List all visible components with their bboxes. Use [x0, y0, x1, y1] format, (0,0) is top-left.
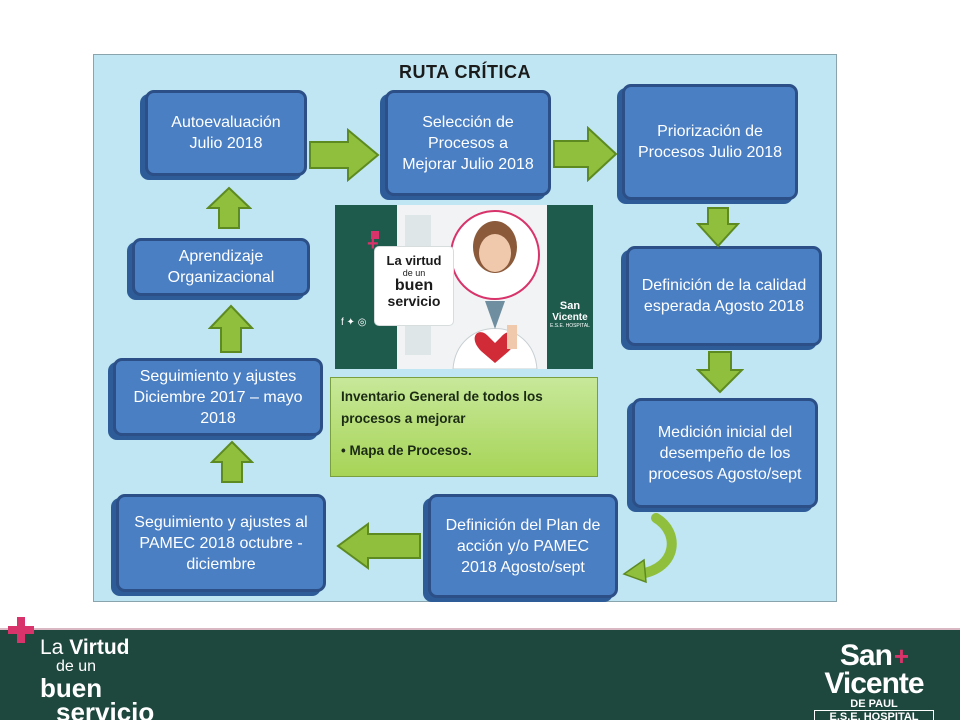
diagram-title: RUTA CRÍTICA	[399, 62, 531, 82]
slogan-servicio: servicio	[56, 697, 155, 727]
arrow-up-3	[206, 186, 252, 229]
logo-san: San	[839, 639, 893, 672]
social-icons: f ✦ ◎	[341, 317, 367, 328]
inventory-note: Inventario General de todos los procesos…	[330, 377, 598, 477]
arrow-left	[336, 522, 421, 570]
logo-vicente: Vicente	[824, 667, 924, 700]
photo-plus-icon: +	[367, 233, 379, 255]
footer-plus-icon	[8, 617, 34, 643]
logo-ese: E.S.E. HOSPITAL	[814, 710, 934, 724]
photo-logo: San Vicente E.S.E. HOSPITAL	[550, 300, 590, 330]
arrow-down-1	[696, 207, 740, 248]
arrow-curved	[622, 513, 677, 584]
arrow-up-1	[210, 440, 254, 483]
arrow-down-2	[696, 351, 744, 394]
logo-plus-icon: +	[893, 641, 909, 671]
arrow-right-2	[553, 126, 618, 182]
inventory-note-text: Inventario General de todos los procesos…	[341, 389, 543, 426]
footer-bar	[0, 630, 960, 720]
slogan-buen: buen	[40, 673, 103, 703]
footer-divider	[0, 628, 960, 631]
inventory-note-bullet: • Mapa de Procesos.	[341, 443, 472, 458]
arrow-right-1	[309, 128, 380, 182]
photo-slogan-badge: La virtud de un buen servicio	[375, 247, 453, 325]
photo-illustration	[335, 205, 593, 369]
slogan-virtud: Virtud	[69, 636, 130, 659]
slogan-de-un: de un	[56, 658, 97, 675]
footer-slogan: La Virtud de un buen servicio	[40, 637, 154, 725]
logo-depaul: DE PAUL	[850, 698, 898, 710]
center-photo-card: La virtud de un buen servicio + San Vice…	[335, 205, 593, 369]
arrow-up-2	[208, 304, 254, 353]
slogan-la: La	[40, 636, 70, 659]
hospital-logo: San+ Vicente DE PAUL E.S.E. HOSPITAL	[806, 639, 942, 724]
